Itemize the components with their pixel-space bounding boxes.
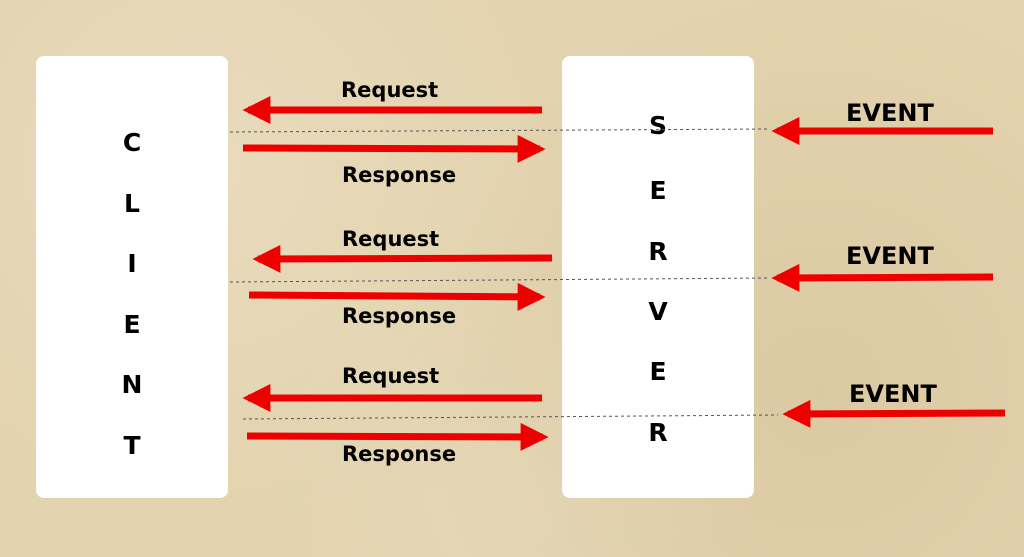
client-letter-2: L — [124, 189, 140, 218]
event-label-2: EVENT — [846, 242, 934, 270]
client-box: C L I E N T — [36, 56, 228, 498]
server-letter-3: R — [648, 237, 668, 266]
event-label-3: EVENT — [849, 380, 937, 408]
response-arrow-1 — [242, 134, 546, 163]
response-arrow-3 — [246, 422, 549, 451]
exchange-1: Request Response EVENT — [229, 78, 993, 187]
event-label-1: EVENT — [846, 99, 934, 127]
client-letter-4: E — [123, 310, 141, 339]
request-label-3: Request — [342, 364, 439, 388]
event-arrow-2 — [771, 263, 994, 292]
sync-dashed-line-2 — [229, 277, 769, 283]
exchange-3: Request Response EVENT — [242, 364, 1006, 466]
server-letter-1: S — [648, 111, 667, 140]
response-arrow-2 — [248, 282, 546, 311]
sync-dashed-line-1 — [229, 128, 769, 133]
server-letter-2: E — [649, 176, 667, 205]
request-label-2: Request — [342, 227, 439, 251]
client-letter-1: C — [122, 128, 142, 157]
sync-dashed-line-3 — [242, 414, 779, 420]
client-letter-3: I — [127, 249, 137, 278]
server-letter-5: E — [649, 357, 667, 386]
exchange-2: Request Response EVENT — [229, 227, 994, 328]
response-label-1: Response — [342, 163, 456, 187]
response-label-3: Response — [342, 442, 456, 466]
response-label-2: Response — [342, 304, 456, 328]
request-label-1: Request — [341, 78, 438, 102]
server-letter-6: R — [648, 418, 668, 447]
server-letter-4: V — [648, 297, 668, 326]
event-arrow-3 — [782, 399, 1006, 428]
client-letter-6: T — [123, 431, 141, 460]
request-arrow-2 — [252, 244, 553, 273]
client-letter-5: N — [121, 370, 143, 399]
